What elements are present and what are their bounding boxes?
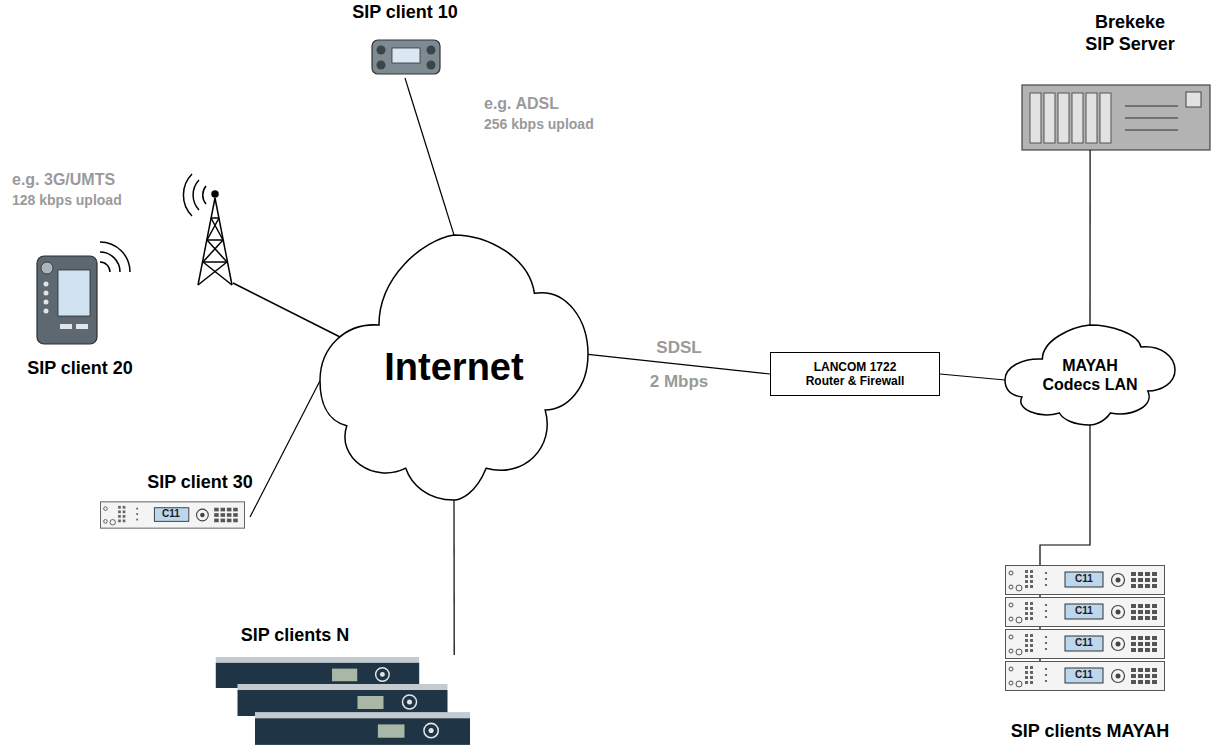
display-text: C11 [1075, 637, 1093, 649]
router-box: LANCOM 1722 Router & Firewall [770, 352, 940, 396]
display-text: C11 [1075, 573, 1093, 585]
cloud-path [1005, 325, 1175, 425]
link-type: SDSL [654, 338, 703, 358]
display-text: C11 [1075, 669, 1093, 681]
mobile-device [37, 242, 130, 344]
node-label: Internet [384, 345, 523, 391]
device-node: SIP clients MAYAH [985, 565, 1195, 748]
node-label: SIP clients MAYAH [985, 721, 1195, 743]
node-label: LANCOM 1722 Router & Firewall [796, 360, 914, 389]
link-note: e.g. ADSL [484, 94, 559, 113]
codec-slab [238, 684, 448, 716]
node-label: Brekeke SIP Server [1080, 12, 1180, 55]
server [1022, 85, 1210, 150]
codec-slab [216, 657, 419, 688]
rack-codec [1006, 598, 1165, 627]
network-cloud: Internet [320, 235, 588, 500]
cloud-path [320, 235, 588, 500]
connector [405, 78, 454, 235]
network-cloud: MAYAH Codecs LAN [1005, 325, 1175, 425]
device-node: SIP clients N [215, 655, 475, 750]
rack-codec [1006, 662, 1165, 691]
node-label: SIP client 10 [340, 2, 470, 24]
node-label: SIP client 20 [10, 358, 150, 380]
rack-codec [1006, 566, 1165, 595]
device-node: SIP client 30 [95, 472, 250, 532]
node-label: SIP clients N [220, 625, 370, 647]
connector [1089, 150, 1090, 325]
codec-device [372, 40, 440, 74]
rack-codec [100, 502, 244, 528]
server-node: Brekeke SIP Server [1022, 8, 1210, 150]
link-note: 256 kbps upload [484, 116, 594, 133]
connector [453, 500, 454, 655]
cloud-outline [1005, 325, 1175, 425]
connector [940, 374, 1005, 380]
display-text: C11 [1075, 605, 1093, 617]
link-note: e.g. 3G/UMTS [12, 170, 115, 189]
device-node: SIP client 20 [10, 250, 150, 382]
node-label: SIP client 30 [140, 472, 260, 494]
link-speed: 2 Mbps [648, 372, 711, 392]
link-note: 128 kbps upload [12, 192, 122, 209]
node-label: MAYAH Codecs LAN [1036, 356, 1144, 394]
codec-slab [255, 712, 470, 745]
connector [250, 381, 320, 517]
connector [1040, 425, 1090, 565]
device-node: SIP client 10 [340, 2, 470, 78]
rack-codec [1006, 630, 1165, 659]
display-text: C11 [162, 508, 180, 520]
radio-tower [183, 174, 350, 342]
